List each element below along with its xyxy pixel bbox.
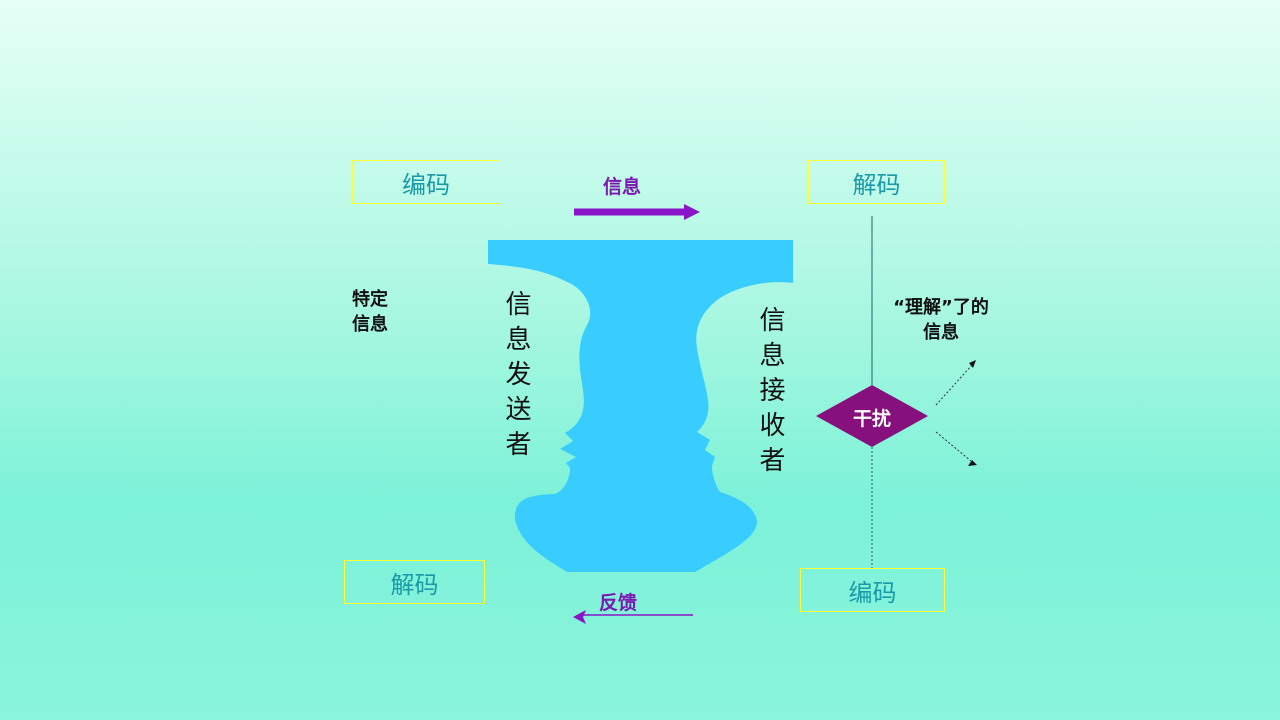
understood-arrow-down bbox=[936, 432, 971, 461]
specific-info-label: 特定信息 bbox=[352, 287, 396, 337]
feedback-label: 反馈 bbox=[599, 588, 637, 615]
message-arrow-head bbox=[684, 204, 700, 220]
understood-info-label: “理解”了的信息 bbox=[888, 295, 994, 345]
understood-arrow-up-head bbox=[969, 360, 976, 368]
sender-label: 信息发送者 bbox=[502, 290, 530, 465]
receiver-label: 信息接收者 bbox=[756, 306, 784, 481]
decode-box-bottom-left: 解码 bbox=[344, 560, 485, 604]
vase-faces-shape bbox=[488, 240, 793, 572]
interference-label: 干扰 bbox=[817, 404, 927, 431]
message-label: 信息 bbox=[603, 172, 641, 199]
understood-arrow-up bbox=[936, 365, 972, 405]
decode-box-top-right: 解码 bbox=[808, 160, 945, 204]
understood-arrow-down-head bbox=[968, 460, 977, 466]
encode-box-top-left: 编码 bbox=[352, 160, 500, 204]
encode-box-bottom-right: 编码 bbox=[800, 568, 945, 612]
feedback-arrow-head bbox=[573, 610, 586, 624]
